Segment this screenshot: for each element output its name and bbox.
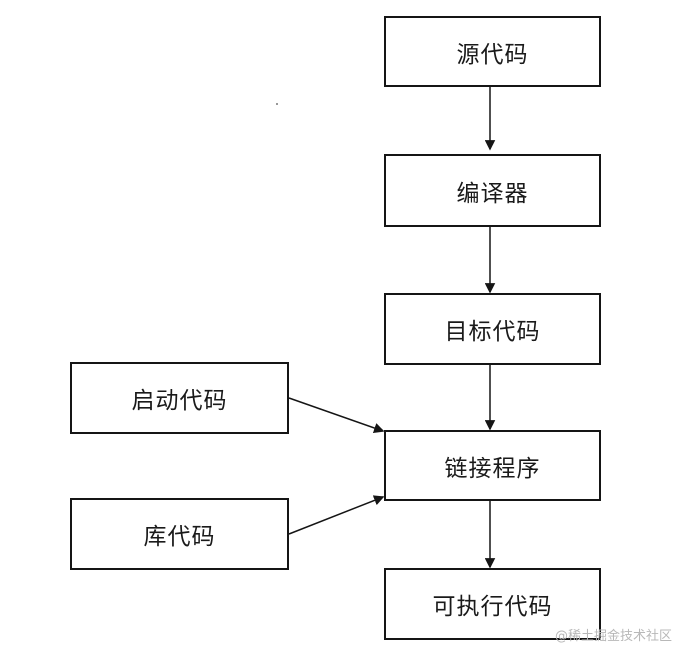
watermark-text: @稀土掘金技术社区: [554, 629, 672, 644]
library-code-box: 库代码: [70, 498, 289, 570]
executable-code-box: 可执行代码: [384, 568, 601, 640]
edge-library-to-linker: [288, 495, 385, 535]
edge-startup-to-linker: [288, 397, 385, 433]
linker-box: 链接程序: [384, 430, 601, 501]
compiler-box: 编译器: [384, 154, 601, 227]
compiler-label: 编译器: [456, 180, 529, 207]
startup-code-box: 启动代码: [70, 362, 289, 434]
object-code-box: 目标代码: [384, 293, 601, 365]
executable-code-label: 可执行代码: [432, 594, 553, 620]
source-code-label: 源代码: [456, 41, 529, 68]
object-code-label: 目标代码: [444, 319, 541, 345]
scan-dot: [276, 103, 278, 105]
linker-label: 链接程序: [444, 455, 541, 482]
library-code-label: 库代码: [143, 524, 216, 550]
startup-code-label: 启动代码: [131, 388, 228, 414]
source-code-box: 源代码: [384, 16, 601, 87]
